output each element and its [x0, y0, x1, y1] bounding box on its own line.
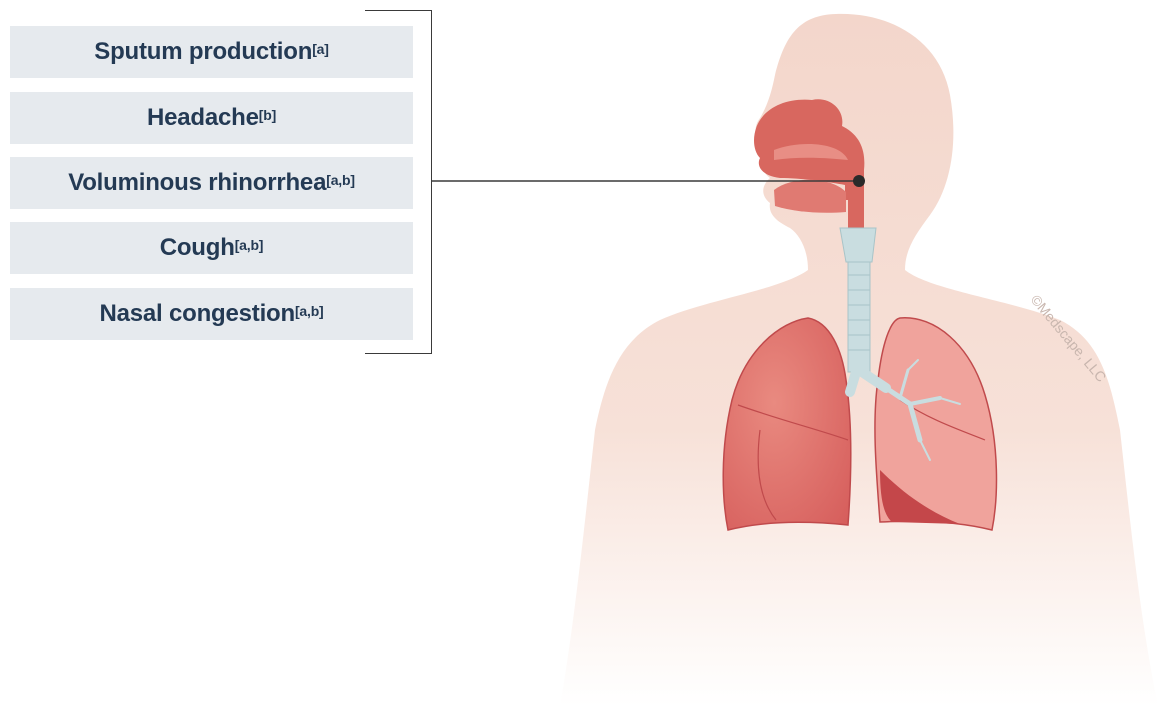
larynx	[840, 228, 876, 262]
leader-dot	[853, 175, 865, 187]
trachea	[848, 262, 870, 372]
